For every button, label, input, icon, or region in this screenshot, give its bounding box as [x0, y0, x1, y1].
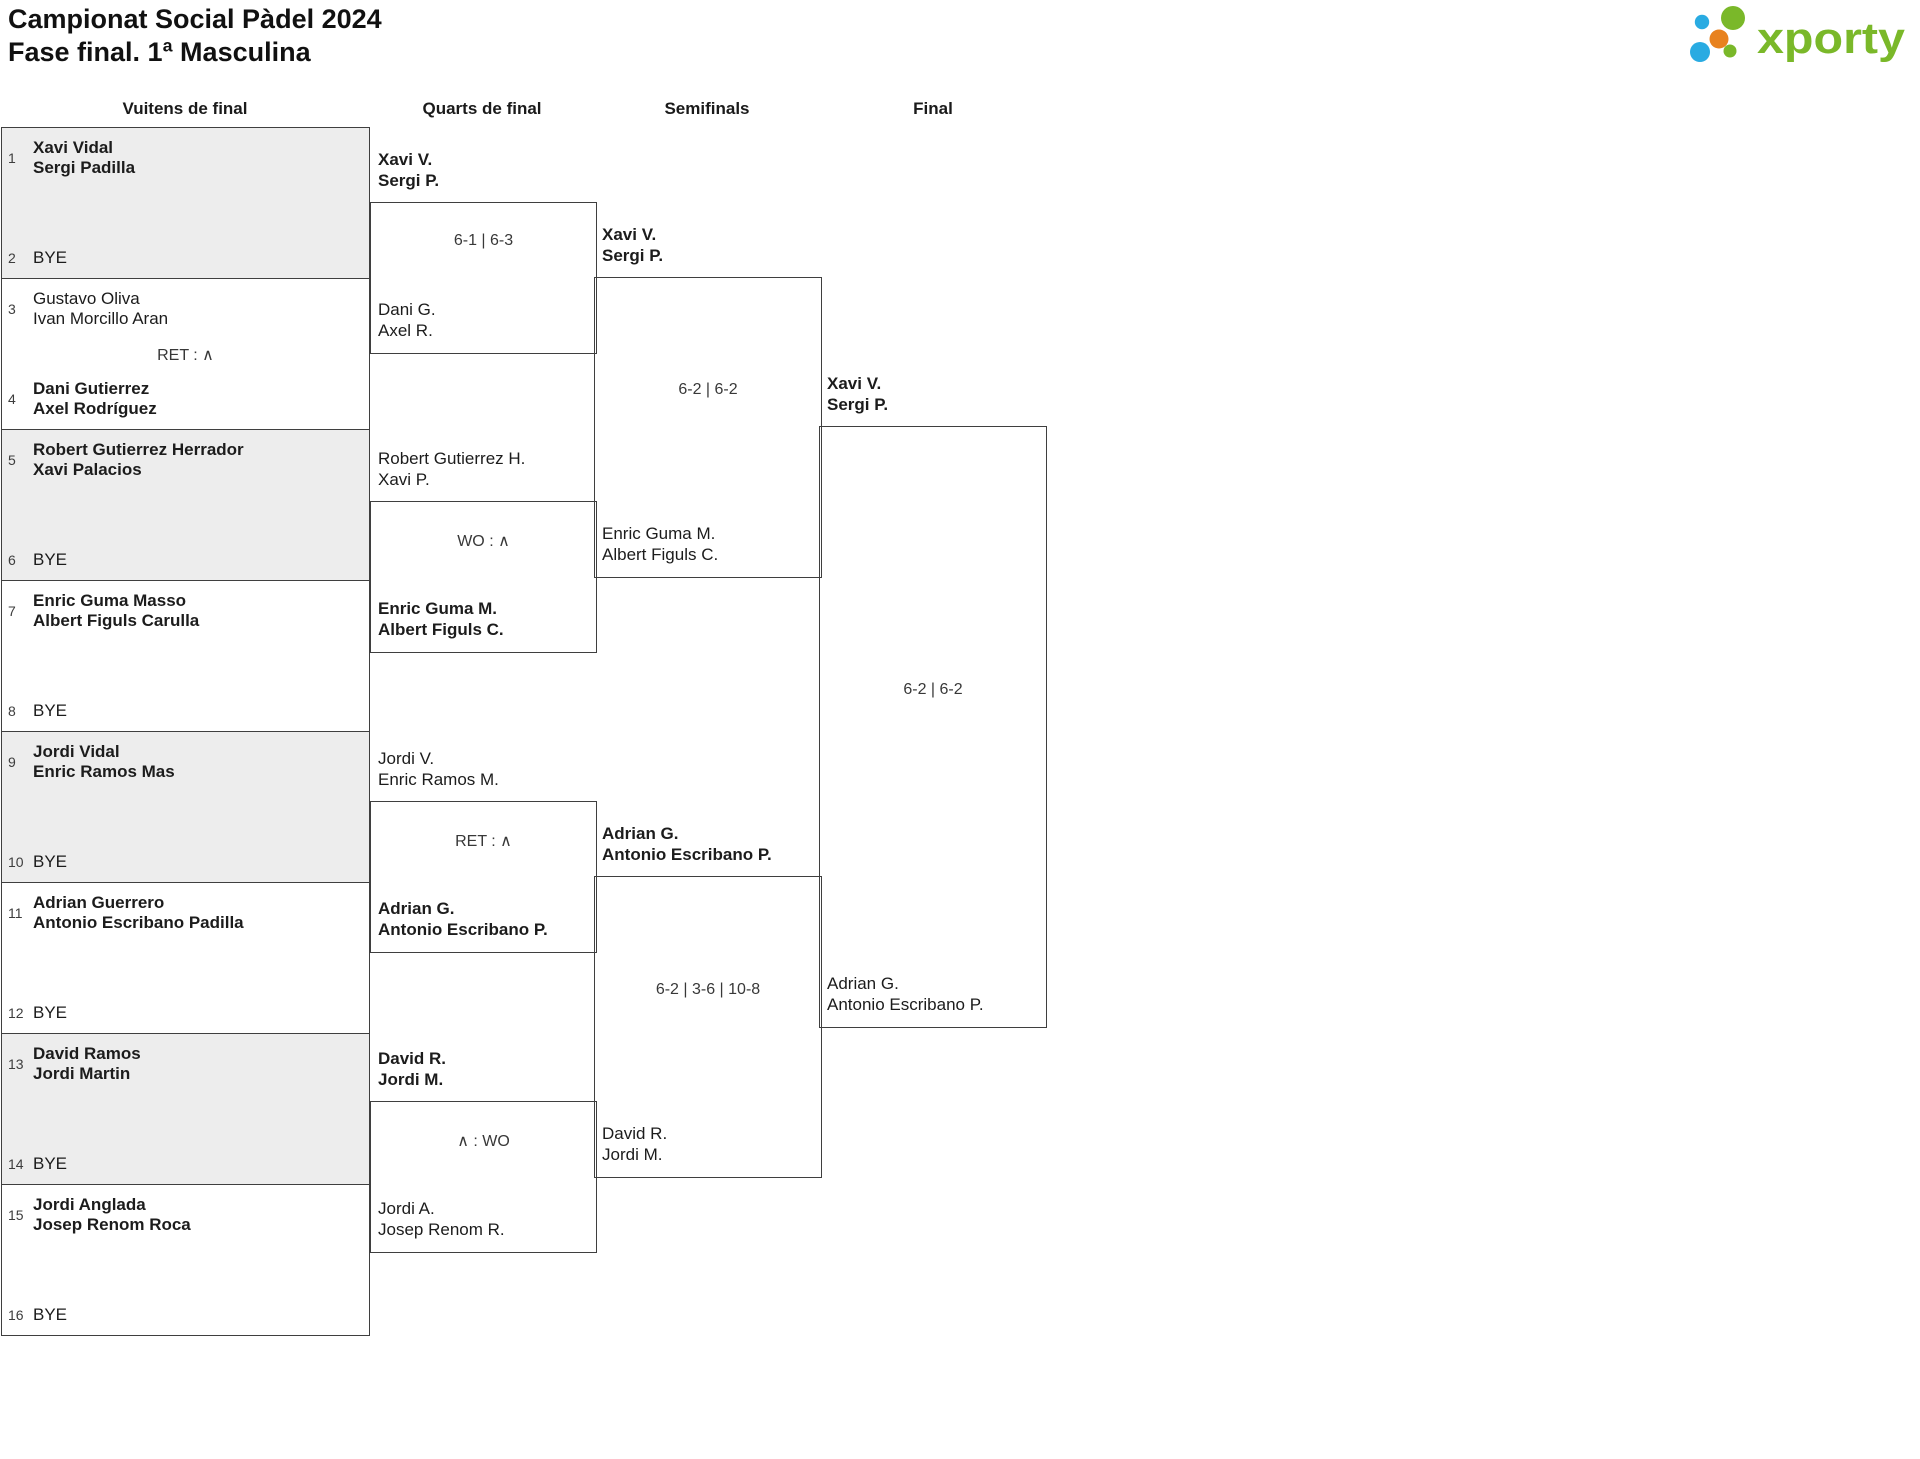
round-header-semifinals: Semifinals — [664, 99, 750, 118]
seed-number: 13 — [8, 1056, 24, 1072]
team-slot: 6 BYE — [8, 550, 363, 570]
seed-number: 14 — [8, 1156, 24, 1172]
seed-number: 12 — [8, 1005, 24, 1021]
team-label: Dani G.Axel R. — [378, 300, 436, 340]
team-label: David R.Jordi M. — [378, 1049, 447, 1089]
round-header-quarts: Quarts de final — [422, 99, 542, 118]
team-slot: 10 BYE — [8, 852, 363, 872]
qf-match-2: Robert Gutierrez H.Xavi P. WO : ∧ Enric … — [370, 449, 597, 653]
sf-match-1: Xavi V.Sergi P. 6-2 | 6-2 Enric Guma M.A… — [594, 225, 822, 578]
match-score: 6-2 | 3-6 | 10-8 — [655, 981, 761, 998]
seed-number: 1 — [8, 150, 16, 166]
seed-number: 16 — [8, 1307, 24, 1323]
seed-number: 10 — [8, 854, 24, 870]
seed-number: 7 — [8, 603, 16, 619]
seed-number: 3 — [8, 301, 16, 317]
qf-match-4: David R.Jordi M. ∧ : WO Jordi A.Josep Re… — [370, 1049, 597, 1253]
team-slot: 2 BYE — [8, 248, 363, 268]
qf-match-1: Xavi V.Sergi P. 6-1 | 6-3 Dani G.Axel R. — [370, 150, 597, 354]
seed-number: 15 — [8, 1207, 24, 1223]
team-label: Enric Guma M.Albert Figuls C. — [602, 524, 719, 564]
team-label: Adrian G.Antonio Escribano P. — [602, 824, 772, 864]
qf-match-3: Jordi V.Enric Ramos M. RET : ∧ Adrian G.… — [370, 749, 597, 953]
team-name: BYE — [33, 248, 68, 267]
xporty-logo-text: xporty — [1757, 14, 1906, 63]
team-name: BYE — [33, 1154, 68, 1173]
team-label: Xavi V.Sergi P. — [378, 150, 440, 190]
team-label: Xavi V.Sergi P. — [827, 374, 889, 414]
team-label: Adrian G.Antonio Escribano P. — [378, 899, 548, 939]
team-label: Jordi V.Enric Ramos M. — [378, 749, 499, 789]
team-name: BYE — [33, 1305, 68, 1324]
team-label: Adrian G.Antonio Escribano P. — [827, 974, 984, 1014]
xporty-logo-icon — [1690, 6, 1745, 62]
sf-match-2: Adrian G.Antonio Escribano P. 6-2 | 3-6 … — [594, 824, 822, 1178]
final-match: Xavi V.Sergi P. 6-2 | 6-2 Adrian G.Anton… — [819, 374, 1047, 1028]
team-slot: 12 BYE — [8, 1003, 363, 1023]
seed-number: 2 — [8, 250, 16, 266]
seed-number: 11 — [8, 905, 23, 921]
seed-number: 4 — [8, 391, 16, 407]
match-score: ∧ : WO — [457, 1133, 510, 1150]
seed-number: 6 — [8, 552, 16, 568]
page-subtitle: Fase final. 1ª Masculina — [8, 37, 311, 67]
team-label: Enric Guma M.Albert Figuls C. — [378, 599, 504, 639]
team-name: BYE — [33, 852, 68, 871]
seed-number: 9 — [8, 754, 16, 770]
match-score: 6-2 | 6-2 — [678, 381, 738, 398]
team-name: BYE — [33, 1003, 68, 1022]
team-slot: 16 BYE — [8, 1305, 363, 1325]
match-score: 6-2 | 6-2 — [903, 681, 963, 698]
team-slot: 14 BYE — [8, 1154, 363, 1174]
team-label: Xavi V.Sergi P. — [602, 225, 664, 265]
match-score: WO : ∧ — [457, 533, 510, 550]
match-score: 6-1 | 6-3 — [453, 232, 514, 249]
page-title: Campionat Social Pàdel 2024 — [8, 4, 382, 34]
seed-number: 5 — [8, 452, 16, 468]
team-label: David R.Jordi M. — [602, 1124, 668, 1164]
round-header-vuitens: Vuitens de final — [122, 99, 248, 118]
team-label: Jordi A.Josep Renom R. — [378, 1199, 505, 1239]
round-header-final: Final — [913, 99, 953, 118]
team-name: BYE — [33, 701, 68, 720]
team-name: BYE — [33, 550, 68, 569]
match-score: RET : ∧ — [157, 347, 214, 364]
match-score: RET : ∧ — [455, 833, 512, 850]
team-label: Robert Gutierrez H.Xavi P. — [378, 449, 526, 489]
seed-number: 8 — [8, 703, 16, 719]
team-slot: 8 BYE — [8, 701, 363, 721]
xporty-logo[interactable]: xporty — [1685, 2, 1913, 64]
